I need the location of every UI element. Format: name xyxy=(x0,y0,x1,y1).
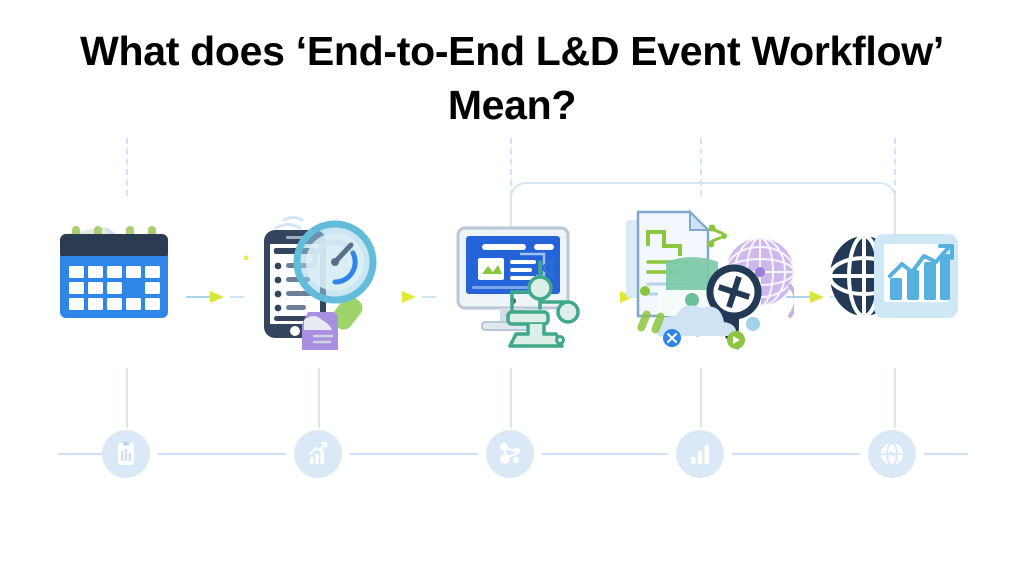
rail-segment-1 xyxy=(158,453,286,455)
desktop-network-icon xyxy=(456,226,580,348)
network-share-icon xyxy=(500,443,521,464)
title-line-1: What does ‘End-to-End L&D Event Workflow… xyxy=(80,28,944,74)
rail-segment-5 xyxy=(924,453,968,455)
calendar-document-icon xyxy=(60,226,168,318)
rail-node-5[interactable] xyxy=(868,430,916,478)
growth-chart-icon xyxy=(309,442,327,464)
step-3-icon-group[interactable] xyxy=(424,200,604,380)
workflow-diagram xyxy=(0,130,1024,490)
guide-dashed-3 xyxy=(700,138,702,196)
step-2-icon-group[interactable] xyxy=(232,200,412,380)
mobile-audit-magnifier-icon xyxy=(243,216,377,350)
workflow-icon-row xyxy=(0,200,1024,380)
guide-solid-5 xyxy=(894,368,896,428)
guide-solid-1 xyxy=(126,368,128,428)
bar-chart-icon xyxy=(691,445,709,464)
guide-dashed-4 xyxy=(894,138,896,196)
rail-node-1[interactable] xyxy=(102,430,150,478)
rail-segment-0 xyxy=(58,453,102,455)
connector-arrow-1 xyxy=(186,290,244,304)
connector-arrow-2 xyxy=(378,290,436,304)
step-1-icon-group[interactable] xyxy=(40,200,220,380)
title-line-2: Mean? xyxy=(447,82,577,128)
clipboard-report-icon xyxy=(118,441,134,465)
rail-node-4[interactable] xyxy=(676,430,724,478)
step-5-icon-group[interactable] xyxy=(806,200,986,380)
rail-segment-2 xyxy=(350,453,478,455)
globe-network-icon xyxy=(881,442,903,466)
workflow-bottom-rail xyxy=(0,430,1024,490)
step-4-icon-group[interactable] xyxy=(614,200,794,380)
rail-node-2[interactable] xyxy=(294,430,342,478)
rail-node-3[interactable] xyxy=(486,430,534,478)
guide-solid-2 xyxy=(318,368,320,428)
rail-segment-4 xyxy=(732,453,860,455)
compliance-globe-award-icon xyxy=(626,209,794,351)
guide-solid-3 xyxy=(510,368,512,428)
guide-solid-4 xyxy=(700,368,702,428)
guide-dashed-1 xyxy=(126,138,128,196)
global-analytics-icon xyxy=(828,234,958,318)
rail-segment-3 xyxy=(542,453,668,455)
guide-dashed-2 xyxy=(510,138,512,196)
page-title: What does ‘End-to-End L&D Event Workflow… xyxy=(52,24,972,132)
